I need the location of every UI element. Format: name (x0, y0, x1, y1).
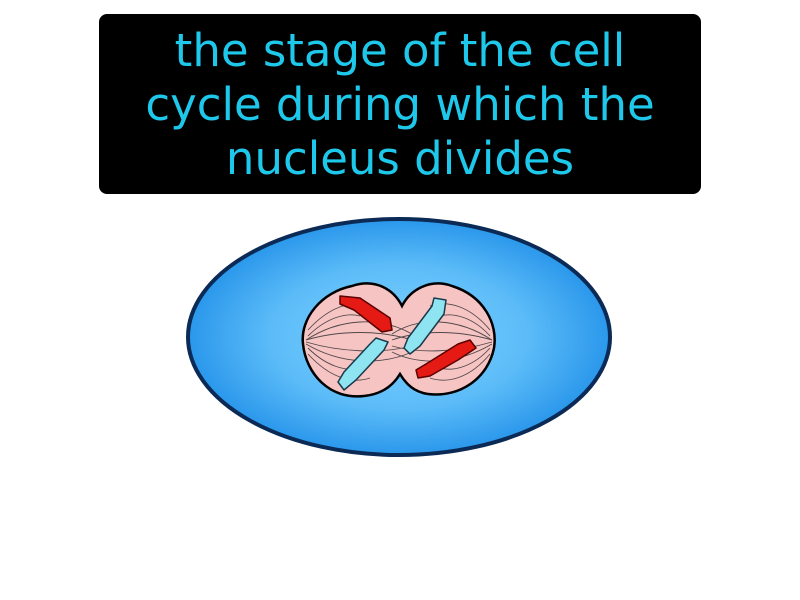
caption-line-1: the stage of the cell (174, 24, 626, 77)
caption-line-3: nucleus divides (225, 132, 575, 185)
chromosome-blue-upper (403, 297, 447, 355)
chromosome-blue-lower (337, 337, 389, 391)
chromosome-red-lower (415, 339, 477, 379)
chromosome-red-upper (339, 295, 393, 333)
caption-line-2: cycle during which the (145, 78, 655, 131)
definition-caption: the stage of the cell cycle during which… (99, 14, 701, 194)
